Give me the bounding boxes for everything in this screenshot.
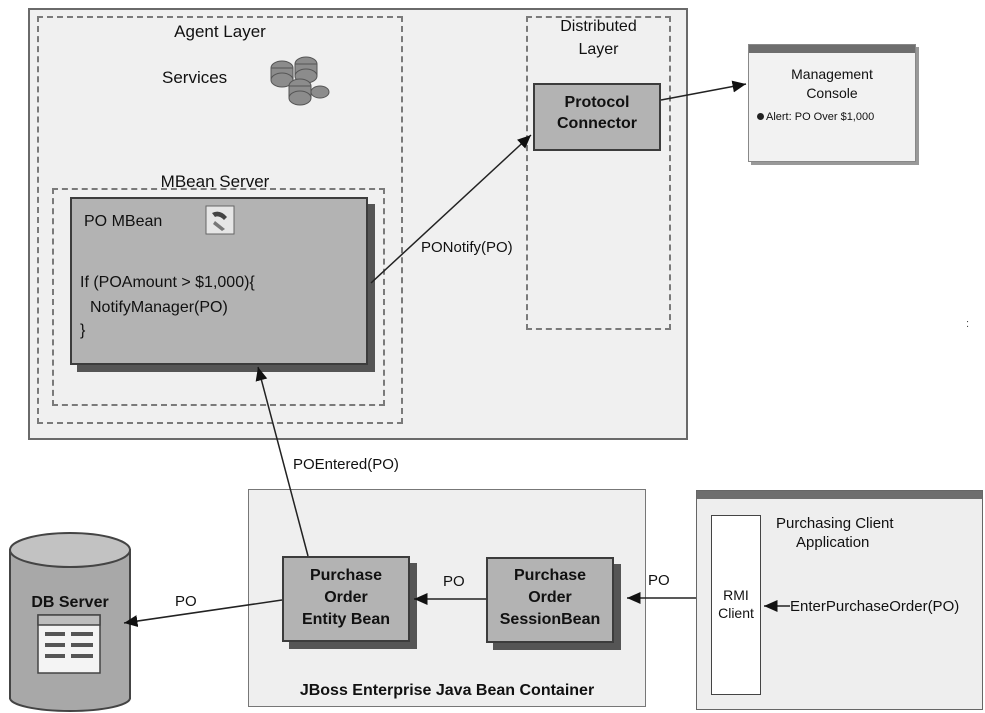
po-entered-label: POEntered(PO) — [293, 456, 399, 473]
rmi-client-label-1: RMI — [723, 587, 749, 603]
session-bean-label-2: Order — [528, 589, 572, 606]
console-title-1: Management — [791, 66, 873, 82]
distributed-layer-title-2: Layer — [578, 41, 619, 58]
code-line-1: If (POAmount > $1,000){ — [80, 274, 255, 291]
po-notify-label: PONotify(PO) — [421, 239, 513, 256]
po-session-to-entity-label: PO — [443, 573, 465, 590]
entity-bean-label-1: Purchase — [309, 567, 383, 584]
session-bean-label-1: Purchase — [513, 567, 587, 584]
distributed-layer-region — [526, 16, 671, 330]
protocol-connector-label-1: Protocol — [564, 94, 630, 111]
management-console-window — [748, 44, 916, 162]
entity-bean-label-2: Order — [324, 589, 368, 606]
code-line-2: NotifyManager(PO) — [90, 299, 228, 316]
console-titlebar — [749, 45, 915, 53]
session-bean-box — [486, 557, 614, 643]
services-icon — [270, 56, 330, 106]
jboss-container-title: JBoss Enterprise Java Bean Container — [299, 682, 595, 699]
rmi-client-box — [711, 515, 761, 695]
po-mbean-title: PO MBean — [84, 213, 163, 230]
console-alert-text: Alert: PO Over $1,000 — [766, 111, 875, 123]
entity-bean-box — [282, 556, 410, 642]
arrow-po-notify — [370, 134, 532, 284]
client-titlebar — [697, 491, 982, 499]
protocol-connector-label-2: Connector — [557, 115, 637, 132]
agent-layer-region — [37, 16, 403, 424]
mbean-icon — [205, 205, 235, 235]
distributed-layer-title-1: Distributed — [560, 18, 637, 35]
db-server-label: DB Server — [31, 594, 109, 611]
alert-bullet-icon — [757, 113, 764, 120]
protocol-connector-box — [533, 83, 661, 151]
mbean-server-title: MBean Server — [160, 172, 270, 191]
client-title-1: Purchasing Client — [776, 515, 894, 532]
po-to-db-label: PO — [175, 593, 197, 610]
enter-po-label: EnterPurchaseOrder(PO) — [790, 598, 960, 615]
session-bean-label-3: SessionBean — [499, 611, 601, 628]
services-label: Services — [162, 68, 228, 87]
db-server-cylinder — [9, 532, 131, 712]
arrow-po-entered — [255, 366, 309, 557]
db-table-icon — [37, 614, 101, 674]
stray-mark: : — [966, 318, 970, 330]
entity-bean-label-3: Entity Bean — [301, 611, 390, 628]
code-line-3: } — [80, 322, 86, 339]
po-client-to-session-label: PO — [648, 572, 670, 589]
agent-layer-title: Agent Layer — [174, 22, 266, 41]
arrow-connector-to-console — [660, 80, 747, 101]
mbean-server-region — [52, 188, 385, 406]
rmi-client-label-2: Client — [718, 605, 754, 621]
client-title-2: Application — [796, 534, 870, 551]
arrow-entity-to-db — [123, 599, 283, 627]
console-title-2: Console — [806, 85, 858, 101]
